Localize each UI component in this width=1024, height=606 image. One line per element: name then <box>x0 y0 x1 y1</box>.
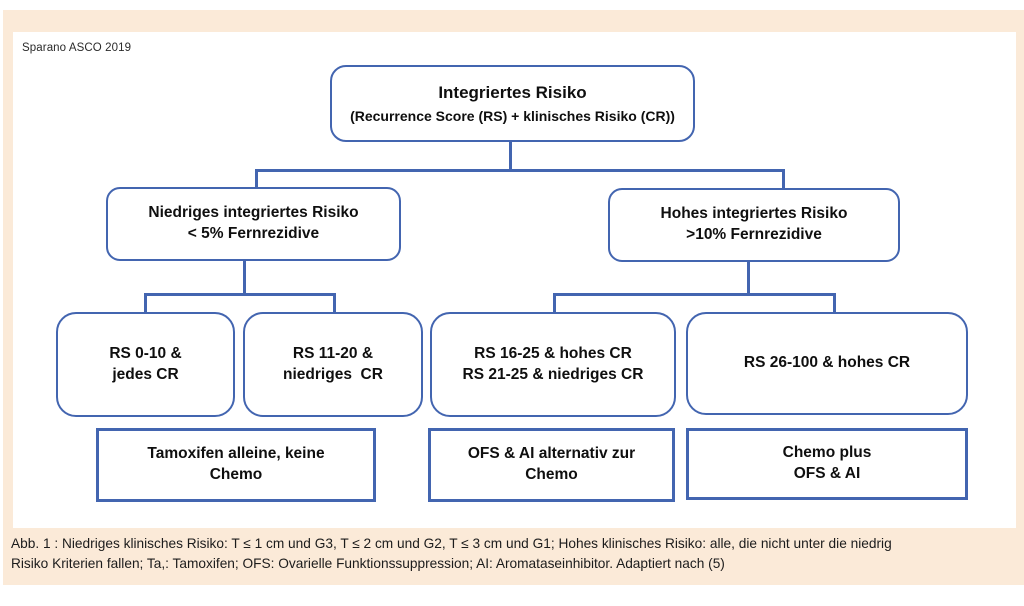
node-treatment-tamoxifen: Tamoxifen alleine, keine Chemo <box>96 428 376 502</box>
connector-root-drop-left <box>255 169 258 189</box>
caption-line-1: Abb. 1 : Niedriges klinisches Risiko: T … <box>11 536 892 551</box>
source-attribution: Sparano ASCO 2019 <box>22 42 132 54</box>
connector-high-drop-3 <box>553 293 556 314</box>
node-integrated-risk: Integriertes Risiko (Recurrence Score (R… <box>330 65 695 142</box>
node-treatment-chemo-ofs-ai: Chemo plus OFS & AI <box>686 428 968 500</box>
connector-high-stem <box>747 262 750 296</box>
node-low-integrated-risk: Niedriges integriertes Risiko < 5% Fernr… <box>106 187 401 261</box>
connector-high-drop-4 <box>833 293 836 314</box>
connector-low-drop-2 <box>333 293 336 314</box>
node-integrated-risk-subtitle: (Recurrence Score (RS) + klinisches Risi… <box>350 107 675 124</box>
node-high-integrated-risk: Hohes integriertes Risiko >10% Fernrezid… <box>608 188 900 262</box>
connector-root-bar <box>255 169 785 172</box>
node-rs-26-100: RS 26-100 & hohes CR <box>686 312 968 415</box>
node-rs-16-25: RS 16-25 & hohes CR RS 21-25 & niedriges… <box>430 312 676 417</box>
node-integrated-risk-title: Integriertes Risiko <box>438 82 587 102</box>
node-rs-11-20: RS 11-20 & niedriges CR <box>243 312 423 417</box>
figure-frame: Sparano ASCO 2019 Integriertes Risiko (R… <box>3 10 1024 585</box>
connector-low-drop-1 <box>144 293 147 314</box>
connector-low-bar <box>144 293 336 296</box>
node-rs-0-10: RS 0-10 & jedes CR <box>56 312 235 417</box>
figure-caption: Abb. 1 : Niedriges klinisches Risiko: T … <box>11 534 1013 574</box>
connector-root-stem <box>509 141 512 172</box>
caption-line-2: Risiko Kriterien fallen; Ta,: Tamoxifen;… <box>11 556 725 571</box>
connector-root-drop-right <box>782 169 785 190</box>
connector-high-bar <box>553 293 836 296</box>
node-treatment-ofs-ai: OFS & AI alternativ zur Chemo <box>428 428 675 502</box>
connector-low-stem <box>243 260 246 296</box>
